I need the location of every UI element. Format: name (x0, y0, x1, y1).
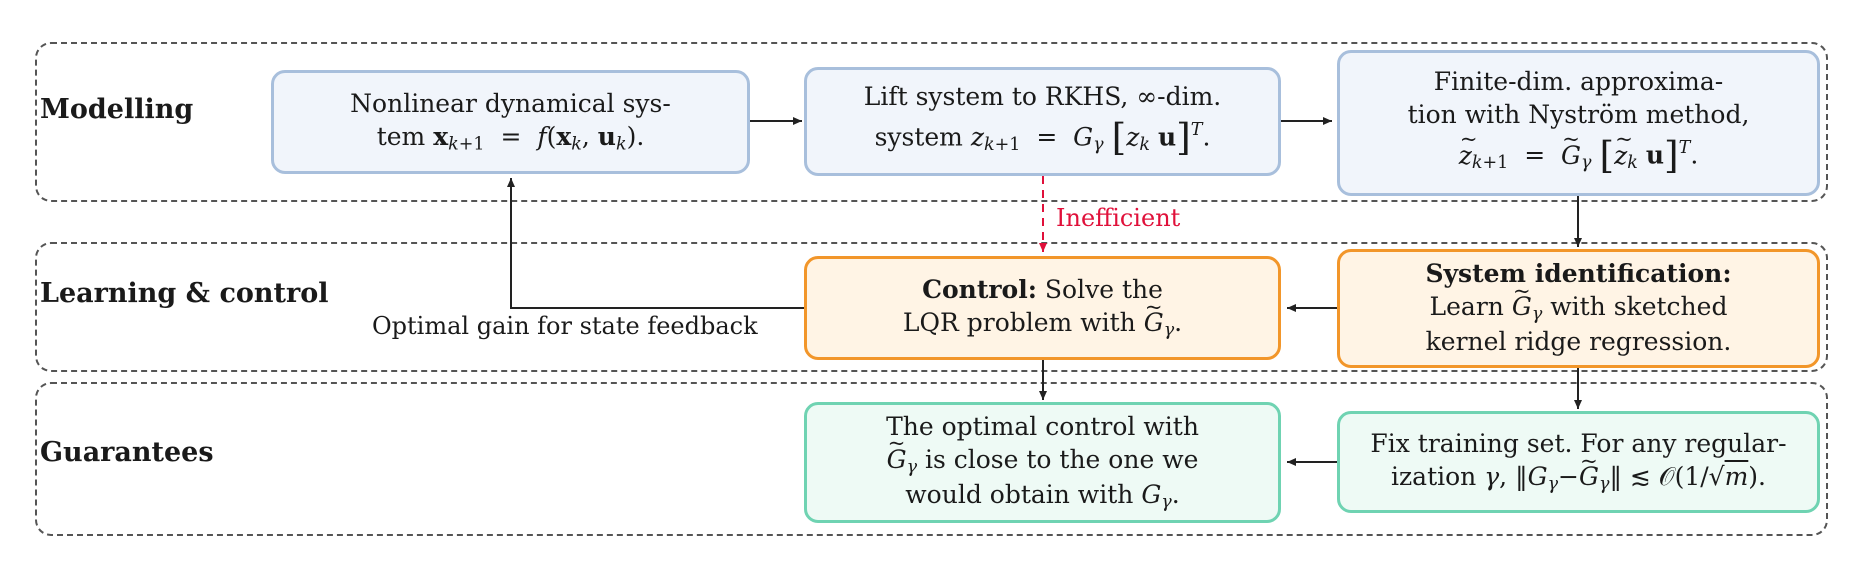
finite-line3: zk+1 = Gγ [zk u]T. (1459, 127, 1699, 180)
modelling-band (35, 42, 1828, 202)
inefficient-label: Inefficient (1056, 204, 1181, 232)
guarantee-training-set-box: Fix training set. For any regular- izati… (1337, 411, 1820, 513)
control-lqr-box: Control: Solve the LQR problem with Gγ. (804, 256, 1281, 360)
system-identification-box: System identification: Learn Gγ with ske… (1337, 249, 1820, 368)
finite-line2: tion with Nyström method, (1407, 99, 1750, 129)
lift-rkhs-box: Lift system to RKHS, ∞-dim. system zk+1 … (804, 67, 1281, 176)
guarantee-left-line1: The optimal control with (886, 412, 1199, 442)
lesssim-symbol: ≲ (1629, 461, 1651, 491)
finite-line1: Finite-dim. approxima- (1433, 67, 1724, 97)
nonlinear-line2: tem xk+1 = f(xk, uk). (376, 121, 645, 155)
guarantee-left-line2-suffix: is close to the one we (917, 444, 1199, 474)
guarantee-left-line3-prefix: would obtain with (905, 479, 1142, 509)
nonlinear-system-box: Nonlinear dynamical sys- tem xk+1 = f(xk… (271, 70, 750, 174)
control-line2: LQR problem with Gγ. (902, 294, 1183, 342)
guarantee-left-line2: Gγ is close to the one we (887, 431, 1199, 479)
guarantee-left-line3-suffix: . (1171, 479, 1180, 509)
control-title-rest: Solve the (1036, 275, 1163, 305)
feedback-label: Optimal gain for state feedback (372, 312, 758, 340)
sysid-line2-prefix: Learn (1429, 291, 1512, 321)
f-symbol: f (537, 121, 547, 151)
sysid-line2: Learn Gγ with sketched (1429, 278, 1728, 326)
control-line2-prefix: LQR problem with (902, 307, 1144, 337)
guarantees-label: Guarantees (40, 437, 214, 468)
lift-line2-prefix: system (874, 122, 971, 152)
learning-label: Learning & control (40, 278, 329, 309)
guarantee-left-line3: would obtain with Gγ. (905, 479, 1180, 513)
control-line2-suffix: . (1174, 307, 1183, 337)
control-line1: Control: Solve the (922, 274, 1163, 307)
control-title: Control: (922, 275, 1037, 305)
nonlinear-line2-prefix: tem (376, 121, 434, 151)
sysid-title: System identification: (1425, 259, 1732, 289)
guarantees-band (35, 382, 1828, 536)
finite-dim-approx-box: Finite-dim. approxima- tion with Nyström… (1337, 50, 1820, 196)
guarantee-right-line2: ization γ, ‖Gγ−Gγ‖ ≲ 𝒪(1/√m). (1391, 448, 1766, 496)
arrow-control-to-nonlinear-feedback (507, 178, 804, 309)
modelling-label: Modelling (40, 94, 194, 125)
lift-line1: Lift system to RKHS, ∞-dim. (863, 81, 1222, 111)
nonlinear-line1: Nonlinear dynamical sys- (350, 89, 671, 119)
sysid-line2-suffix: with sketched (1542, 291, 1728, 321)
guarantee-right-line1: Fix training set. For any regular- (1370, 429, 1787, 459)
guarantee-optimal-control-box: The optimal control with Gγ is close to … (804, 402, 1281, 523)
sysid-line3: kernel ridge regression. (1425, 327, 1732, 357)
guarantee-right-line2-prefix: ization (1391, 461, 1485, 491)
big-o-symbol: 𝒪 (1658, 461, 1675, 491)
lift-line2: system zk+1 = Gγ [zk u]T. (874, 115, 1211, 160)
equals-sign: = (500, 121, 522, 151)
learning-band (35, 242, 1828, 372)
